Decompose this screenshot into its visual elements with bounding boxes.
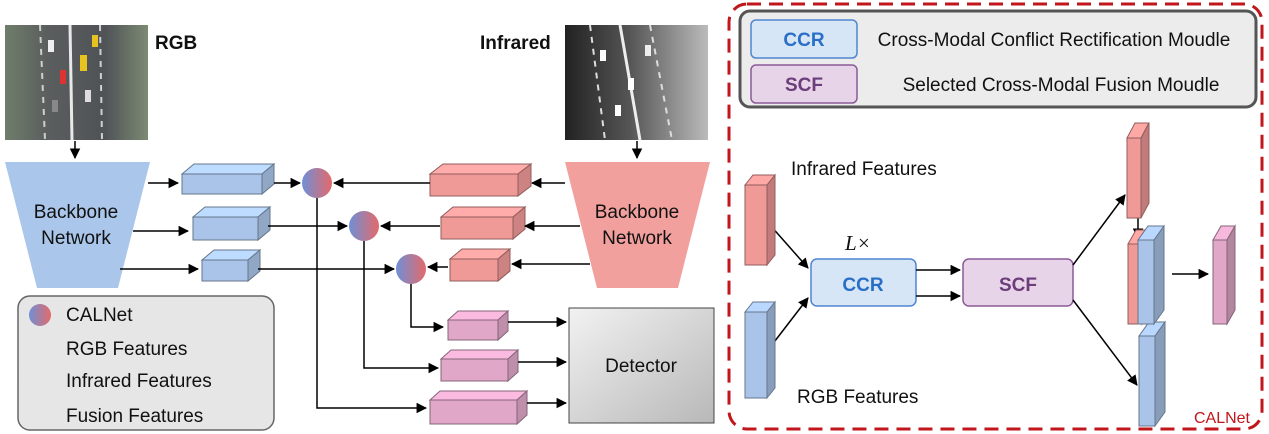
fusion-feature-2: [439, 348, 520, 383]
legend-scf-abbr: SCF: [785, 75, 823, 96]
scf-label: SCF: [999, 275, 1037, 296]
legend-scf-desc: Selected Cross-Modal Fusion Moudle: [903, 75, 1220, 96]
rgb-backbone-network: Backbone Network: [5, 162, 150, 288]
calnet-node-2: [349, 211, 379, 241]
rgb-aerial-image: [5, 24, 148, 141]
calnet-detail-panel: CALNet CCR Cross-Modal Conflict Rectific…: [727, 2, 1264, 431]
legend-infrared-label: Infrared Features: [66, 371, 212, 392]
rgb-backbone-label-2: Network: [41, 228, 111, 249]
detector-box: Detector: [568, 307, 715, 424]
infrared-feature-2: [439, 205, 527, 241]
panel-rgb-slab: [743, 300, 777, 400]
rgb-feature-1: [180, 162, 276, 196]
rgb-backbone-label-1: Backbone: [34, 202, 119, 223]
legend-ccr-desc: Cross-Modal Conflict Rectification Moudl…: [878, 30, 1231, 51]
legend-fusion-label: Fusion Features: [66, 406, 203, 427]
out-rgb-slab: [1138, 320, 1166, 428]
panel-rgb-label: RGB Features: [797, 387, 918, 408]
rgb-image-label: RGB: [155, 33, 197, 54]
legend-ccr-abbr: CCR: [783, 30, 824, 51]
repeat-L-label: L×: [844, 231, 871, 255]
concat-rgb-slab: [1137, 224, 1165, 326]
legend-scf-box: [750, 64, 858, 104]
ir-backbone-label-2: Network: [602, 228, 672, 249]
ccr-box: [810, 258, 917, 307]
calnet-panel-caption: CALNet: [1194, 410, 1251, 427]
pipeline-arrows: [120, 177, 590, 414]
fusion-feature-3: [428, 389, 529, 426]
detector-label: Detector: [605, 356, 677, 377]
legend-calnet-label: CALNet: [66, 305, 133, 326]
legend-calnet-icon: [29, 304, 51, 326]
panel-infrared-label: Infrared Features: [791, 159, 937, 180]
infrared-feature-3: [448, 247, 512, 283]
rgb-feature-3: [200, 248, 262, 283]
ir-backbone-label-1: Backbone: [595, 202, 680, 223]
infrared-aerial-image: [565, 24, 708, 141]
out-infrared-slab: [1126, 122, 1150, 219]
panel-infrared-slab: [743, 173, 777, 267]
rgb-feature-2: [191, 205, 272, 242]
legend-rgb-label: RGB Features: [66, 339, 187, 360]
left-legend: CALNet RGB Features Infrared Features Fu…: [17, 295, 275, 431]
calnet-node-3: [396, 254, 426, 284]
infrared-feature-1: [428, 162, 533, 198]
calnet-node-1: [302, 168, 332, 198]
fusion-feature-1: [446, 309, 510, 342]
legend-ccr-box: [750, 19, 858, 59]
output-fusion-slab: [1212, 224, 1236, 326]
ccr-label: CCR: [842, 275, 883, 296]
infrared-backbone-network: Backbone Network: [565, 162, 710, 288]
infrared-image-label: Infrared: [480, 33, 551, 54]
scf-box: [962, 258, 1074, 307]
feature-cuboids: [28, 162, 533, 426]
